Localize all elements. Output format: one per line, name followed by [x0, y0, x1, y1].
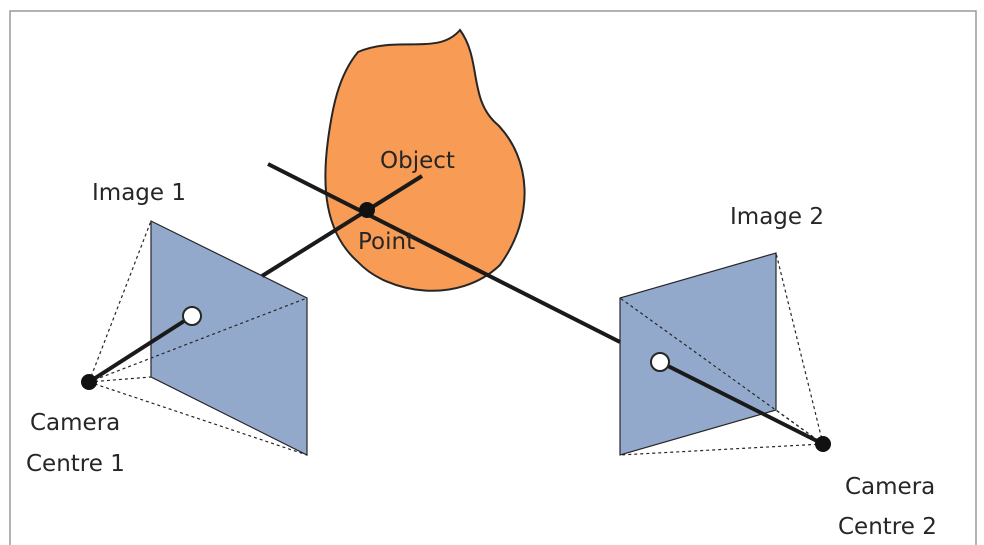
ray-camera-1-segment-image — [87, 314, 194, 384]
image-1-label: Image 1 — [92, 180, 186, 206]
camera-1-frustum — [88, 220, 308, 456]
camera-centre-2-label-line2: Centre 2 — [838, 514, 937, 540]
ray-camera-1 — [260, 174, 424, 278]
object-shape — [324, 28, 526, 292]
image-plane-1 — [150, 220, 308, 456]
camera-centre-1-label-line1: Camera — [30, 410, 120, 436]
image-point-1 — [182, 306, 202, 326]
camera-centre-2-label-line1: Camera — [845, 474, 935, 500]
image-2-label: Image 2 — [730, 204, 824, 230]
ray-camera-2 — [267, 162, 621, 344]
camera-centre-1-label-line2: Centre 1 — [26, 451, 125, 477]
image-plane-2 — [619, 252, 777, 456]
image-point-2 — [650, 352, 670, 372]
point-label: Point — [358, 229, 415, 255]
point-marker — [359, 202, 375, 218]
camera-centre-2-marker — [815, 436, 831, 452]
ray-camera-2-segment-image — [659, 360, 824, 446]
camera-2-frustum — [619, 252, 824, 456]
camera-centre-1-marker — [81, 374, 97, 390]
object-label: Object — [380, 148, 455, 174]
frame-border — [9, 10, 977, 545]
